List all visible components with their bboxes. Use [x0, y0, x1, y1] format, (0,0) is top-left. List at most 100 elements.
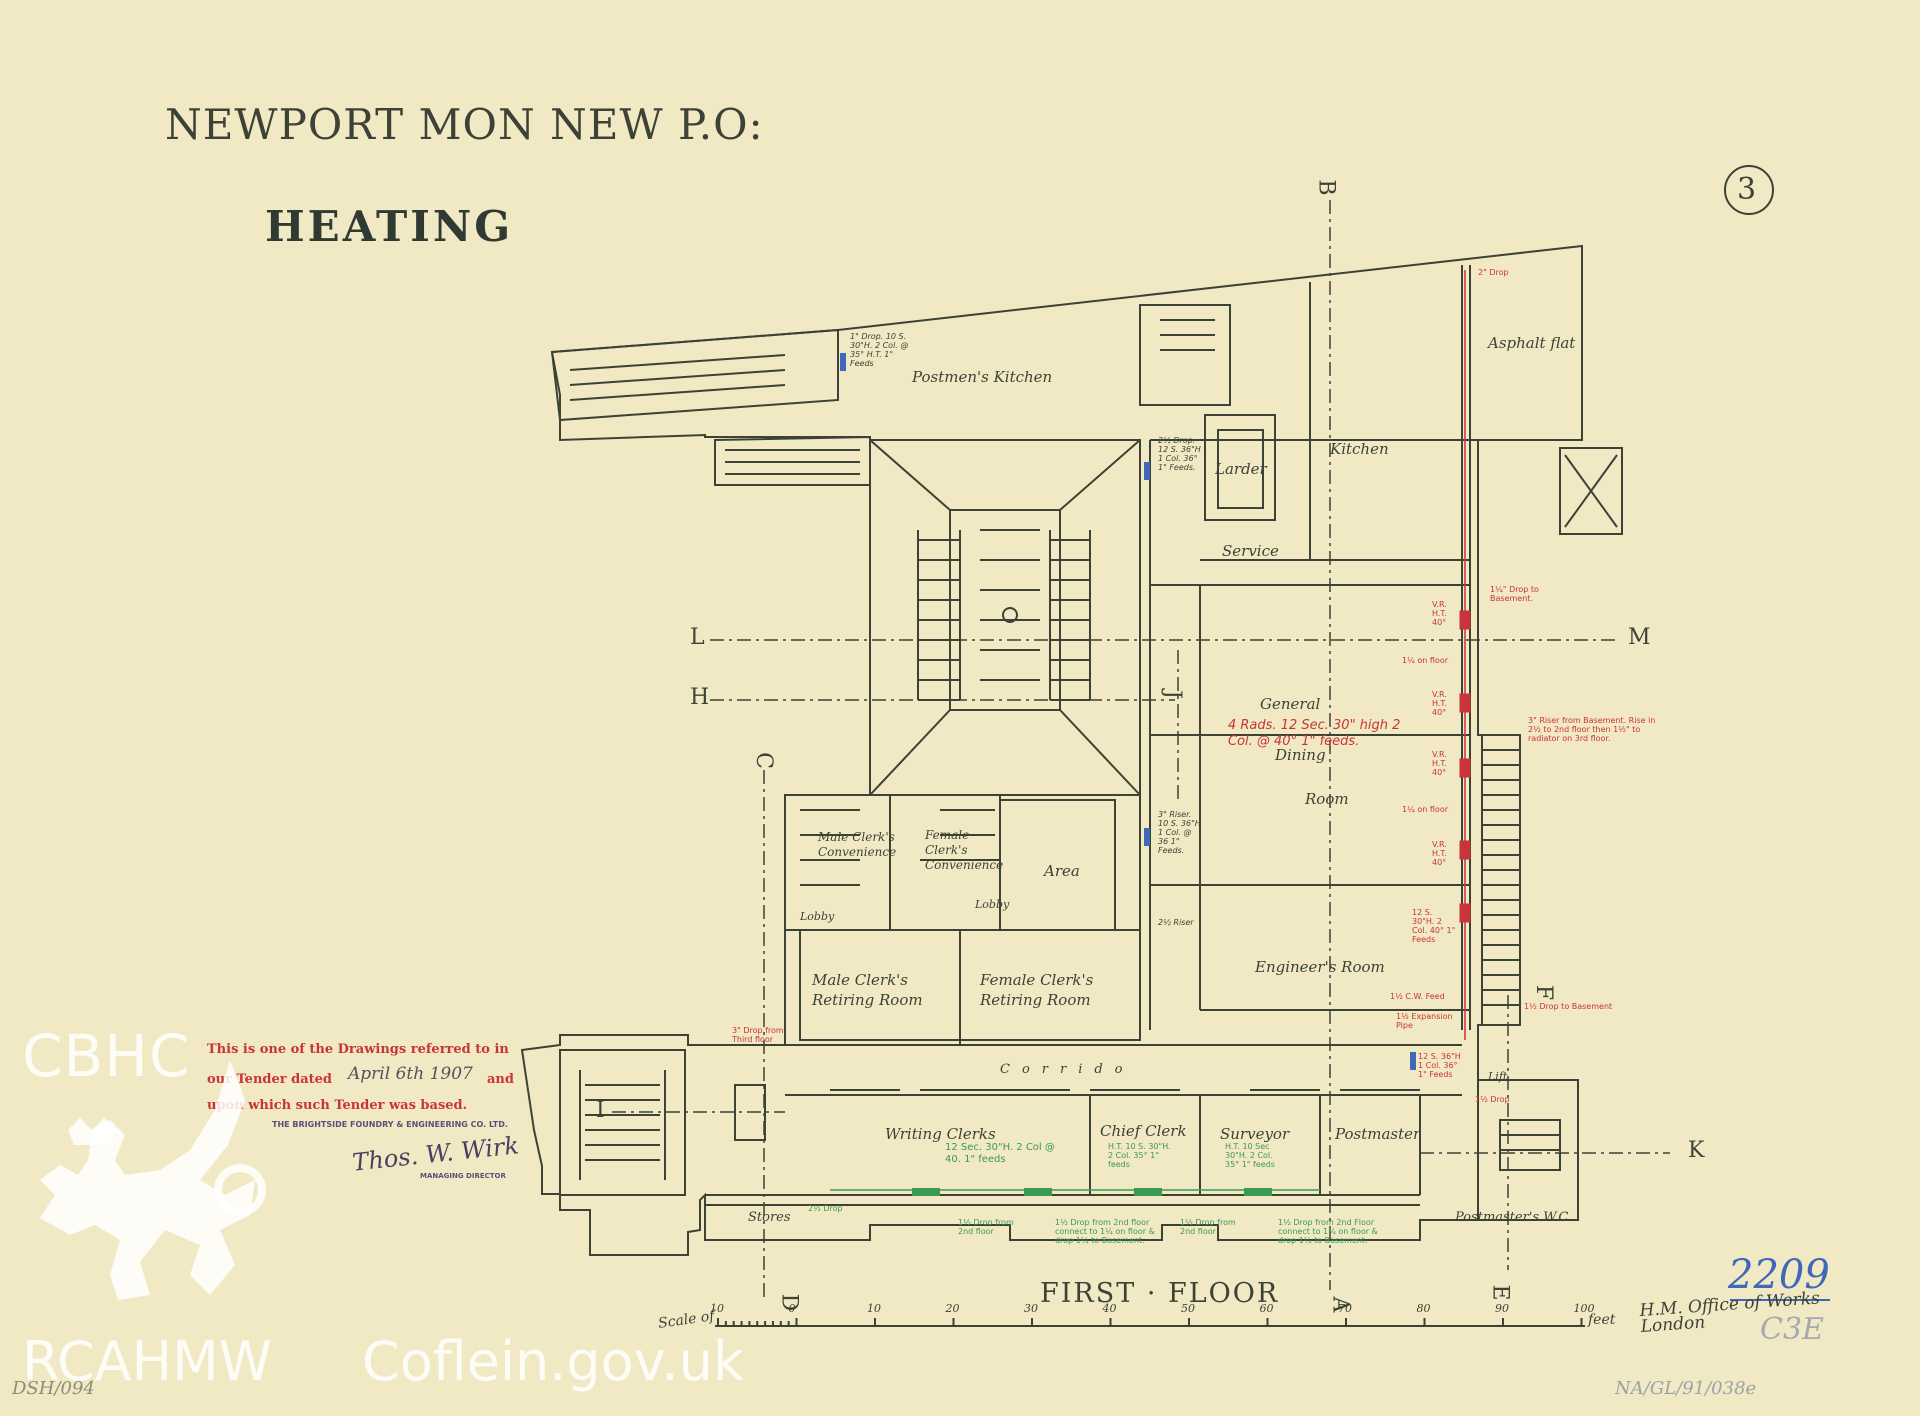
watermark-coflein: Coflein.gov.uk	[362, 1330, 745, 1393]
note-riser-25: 2½ Riser	[1158, 918, 1194, 927]
tender-line-1: This is one of the Drawings referred to …	[207, 1042, 509, 1057]
room-chief-clerk: Chief Clerk	[1100, 1122, 1187, 1140]
note-surveyor-radiator: H.T. 10 Sec 30"H. 2 Col. 35° 1" feeds	[1225, 1142, 1275, 1169]
scale-tick-label: 10	[867, 1302, 881, 1315]
room-room: Room	[1305, 790, 1349, 808]
room-surveyor: Surveyor	[1220, 1125, 1290, 1143]
note-drop-2nd-d: 1½ Drop from 2nd Floor connect to 1¼ on …	[1278, 1218, 1378, 1245]
note-drop-2: 2" Drop	[1478, 268, 1509, 277]
scale-tick-label: 70	[1338, 1302, 1352, 1315]
note-postmens-radiator: 1" Drop. 10 S. 30"H. 2 Col. @ 35° H.T. 1…	[850, 332, 909, 368]
tender-line-2a: our Tender dated	[207, 1072, 333, 1087]
room-larder: Larder	[1215, 460, 1267, 478]
building-outline	[520, 244, 1583, 1256]
section-label-c: C	[750, 752, 776, 769]
room-asphalt-flat: Asphalt flat	[1488, 334, 1576, 352]
room-service: Service	[1222, 542, 1279, 560]
room-lobby-2: Lobby	[975, 898, 1010, 911]
note-drop-basement-2: 1½ Drop to Basement	[1524, 1002, 1613, 1011]
stair-left-top	[550, 328, 839, 422]
section-label-b: B	[1313, 179, 1339, 196]
note-drop-third-floor: 3" Drop from Third floor	[732, 1026, 784, 1044]
scale-tick-label: 90	[1495, 1302, 1509, 1315]
room-corridor: Corrido	[1000, 1062, 1135, 1077]
room-male-clerks-convenience: Male Clerk's Convenience	[818, 830, 897, 859]
watermark-rcahmw: RCAHMW	[22, 1330, 273, 1393]
note-vr-3: V.R. H.T. 40°	[1432, 750, 1447, 777]
room-engineers: Engineer's Room	[1255, 958, 1385, 976]
note-engineers-radiator: 12 S. 30"H. 2 Col. 40° 1" Feeds	[1412, 908, 1456, 944]
room-male-clerks-retiring: Male Clerk's Retiring Room	[812, 971, 923, 1009]
larder-outline	[1204, 414, 1276, 521]
sheet-number-circle	[1724, 165, 1774, 215]
note-on-floor-2: 1¼ on floor	[1402, 805, 1449, 814]
floor-label: FIRST · FLOOR	[1040, 1278, 1280, 1309]
room-postmens-kitchen: Postmen's Kitchen	[912, 368, 1053, 386]
drawing-title: HEATING	[265, 202, 514, 251]
room-dining: Dining	[1275, 746, 1326, 764]
code-number: C3E	[1760, 1312, 1824, 1347]
room-kitchen: Kitchen	[1330, 440, 1389, 458]
watermark-cbhc: CBHC	[22, 1022, 191, 1090]
note-vr-2: V.R. H.T. 40°	[1432, 690, 1447, 717]
note-cw-feed: 1½ C.W. Feed	[1390, 992, 1445, 1001]
note-dining-radiators: 4 Rads. 12 Sec. 30" high 2 Col. @ 40° 1"…	[1228, 718, 1401, 749]
room-area: Area	[1044, 862, 1080, 880]
tender-line-3: upon which such Tender was based.	[207, 1098, 468, 1113]
pencil-number: DSH/094	[12, 1378, 95, 1399]
room-postmaster: Postmaster	[1335, 1125, 1421, 1143]
section-label-m: M	[1628, 625, 1651, 650]
room-female-clerks-retiring: Female Clerk's Retiring Room	[980, 971, 1094, 1009]
tender-line-2b: and	[487, 1072, 514, 1087]
scale-tick-label: 100	[1573, 1302, 1595, 1315]
room-general: General	[1260, 695, 1321, 713]
note-area-riser: 3" Riser. 10 S. 36"H 1 Col. @ 36 1" Feed…	[1158, 810, 1201, 855]
note-writing-radiator: 12 Sec. 30"H. 2 Col @ 40. 1" feeds	[945, 1142, 1055, 1165]
note-drop-15: 1½ Drop	[1475, 1095, 1510, 1104]
scale-bar	[715, 1318, 1585, 1327]
note-drop-2nd-c: 1½ Drop from 2nd floor	[1180, 1218, 1236, 1236]
catalogue-number: NA/GL/91/038e	[1615, 1378, 1757, 1399]
note-drop-basement: 1¼" Drop to Basement.	[1490, 585, 1539, 603]
scale-tick-label: 20	[945, 1302, 960, 1315]
room-stores: Stores	[748, 1210, 791, 1225]
note-drop-2nd-b: 1½ Drop from 2nd floor connect to 1¼ on …	[1055, 1218, 1155, 1245]
project-title: NEWPORT MON NEW P.O:	[165, 100, 764, 149]
section-label-e: E	[1487, 1284, 1513, 1301]
room-lobby: Lobby	[800, 910, 835, 923]
note-larder-radiator: 2½ Drop. 12 S. 36"H 1 Col. 36° 1" Feeds.	[1158, 436, 1201, 472]
section-label-k: K	[1688, 1138, 1705, 1163]
tender-role: MANAGING DIRECTOR	[420, 1172, 506, 1180]
scale-unit: feet	[1588, 1312, 1616, 1328]
scale-tick-label: 10	[710, 1302, 724, 1315]
scale-tick-label: 50	[1181, 1302, 1195, 1315]
note-lift-radiator: 12 S. 36"H 1 Col. 36° 1" Feeds	[1418, 1052, 1461, 1079]
note-drop-25: 2½ Drop	[808, 1204, 843, 1213]
room-female-clerks-convenience: Female Clerk's Convenience	[925, 828, 1004, 872]
scale-tick-label: 40	[1102, 1302, 1117, 1315]
section-label-i: I	[596, 1098, 605, 1123]
tender-date: April 6th 1907	[348, 1064, 473, 1084]
scale-tick-label: 0	[788, 1302, 796, 1315]
note-chief-radiator: H.T. 10 S. 30"H. 2 Col. 35° 1" feeds	[1108, 1142, 1171, 1169]
section-label-f: F	[1531, 984, 1557, 1001]
room-postmasters-wc: Postmaster's W.C.	[1455, 1210, 1573, 1225]
note-vr-1: V.R. H.T. 40°	[1432, 600, 1447, 627]
note-expansion-pipe: 1½ Expansion Pipe	[1396, 1012, 1453, 1030]
note-drop-2nd-a: 1½ Drop from 2nd floor	[958, 1218, 1014, 1236]
ref-number: 2209	[1728, 1252, 1830, 1298]
room-writing-clerks: Writing Clerks	[885, 1125, 996, 1143]
scale-tick-label: 60	[1259, 1302, 1274, 1315]
note-riser-basement: 3" Riser from Basement. Rise in 2½ to 2n…	[1528, 716, 1656, 743]
scale-tick-label: 30	[1024, 1302, 1038, 1315]
section-label-h: H	[690, 685, 710, 710]
section-label-j: J	[1159, 690, 1185, 699]
sheet-number: 3	[1737, 172, 1757, 207]
room-lift: Lift	[1488, 1070, 1508, 1083]
section-label-l: L	[690, 625, 705, 650]
note-on-floor-1: 1¼ on floor	[1402, 656, 1449, 665]
central-stair-well	[869, 439, 1141, 796]
scale-tick-label: 80	[1416, 1302, 1431, 1315]
